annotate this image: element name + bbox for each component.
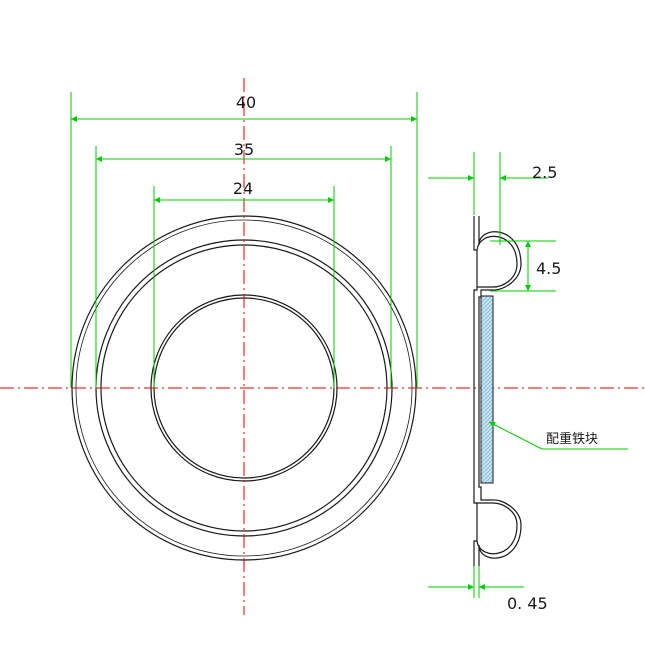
weight-block-label: 配重铁块: [546, 431, 598, 447]
weight-block-leader: [488, 421, 628, 450]
dim-label-40: 40: [236, 93, 256, 112]
dim-label-24: 24: [233, 179, 253, 198]
dimension-lines: [71, 116, 417, 203]
side-dimension-extensions: [473, 152, 556, 598]
side-dimension-lines: [428, 175, 548, 590]
dim-label-0-45: 0. 45: [507, 594, 548, 613]
profile-left-edge: [473, 216, 478, 566]
weight-block: [480, 295, 494, 484]
centerlines: [0, 78, 645, 615]
side-view: [473, 216, 522, 566]
profile-right-edge: [478, 216, 522, 566]
dim-label-2-5: 2.5: [532, 163, 557, 182]
bottom-groove: [476, 502, 518, 555]
dim-label-35: 35: [234, 140, 254, 159]
extension-lines: [70, 92, 418, 388]
top-groove: [476, 235, 518, 288]
dim-label-4-5: 4.5: [536, 259, 561, 278]
